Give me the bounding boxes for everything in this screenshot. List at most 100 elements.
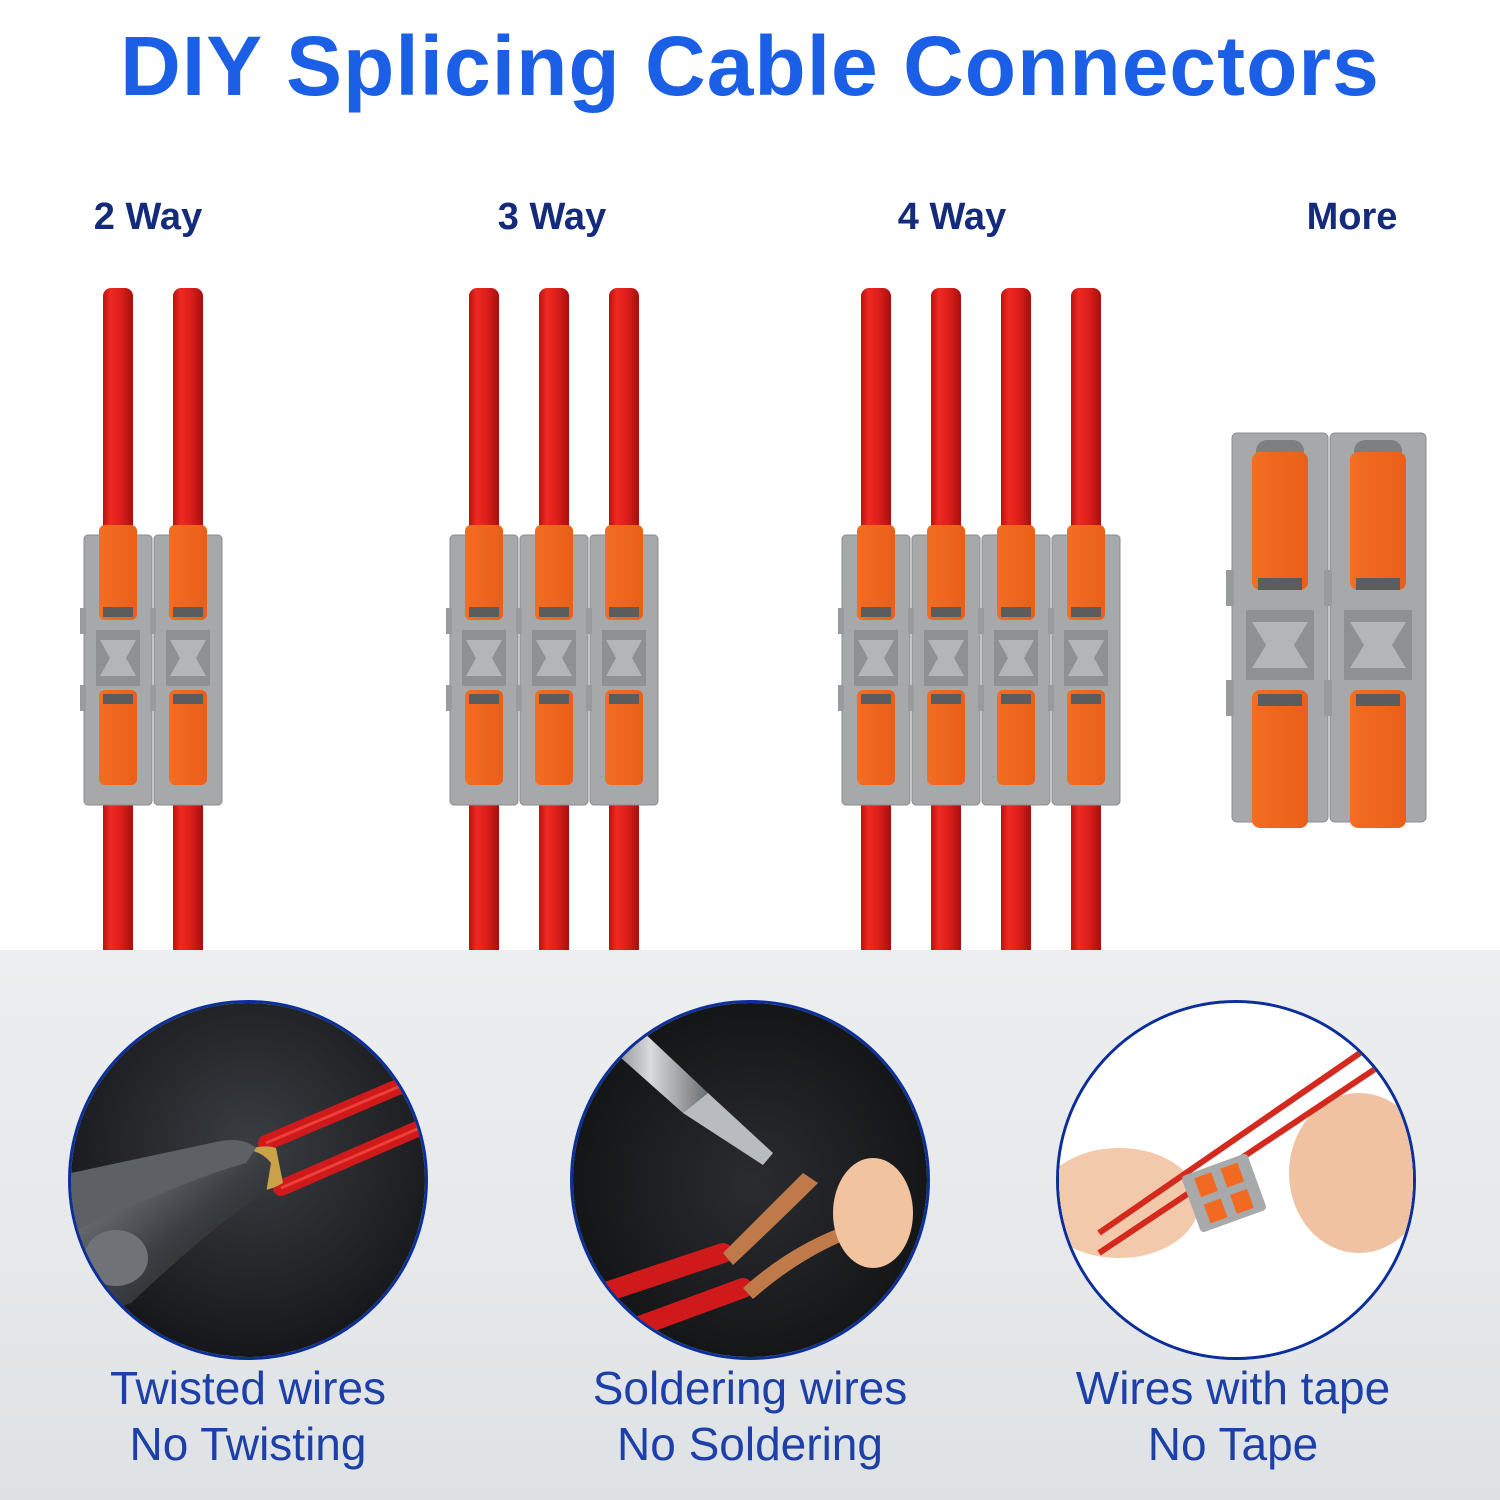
housing-notch bbox=[838, 608, 844, 634]
wire-bottom bbox=[609, 790, 639, 952]
wire-top bbox=[469, 288, 499, 538]
pliers-icon bbox=[68, 1000, 428, 1360]
lever-slot bbox=[1356, 578, 1400, 590]
wire-top bbox=[931, 288, 961, 538]
lever-slot bbox=[1258, 694, 1302, 706]
housing-notch bbox=[446, 608, 452, 634]
lever-top bbox=[465, 525, 503, 620]
caption-tape-line2: No Tape bbox=[1147, 1418, 1319, 1470]
label-3-way: 3 Way bbox=[497, 196, 607, 238]
wire-bottom bbox=[861, 790, 891, 952]
hand-connector-icon bbox=[1056, 1000, 1416, 1360]
wire-top bbox=[609, 288, 639, 538]
label-more: More bbox=[1306, 196, 1398, 238]
housing-notch bbox=[838, 685, 844, 711]
wire-bottom bbox=[539, 790, 569, 952]
housing-notch bbox=[150, 685, 156, 711]
lever-slot bbox=[931, 694, 961, 704]
connector-window-inner bbox=[536, 640, 572, 676]
connector-window-inner bbox=[466, 640, 502, 676]
housing-notch bbox=[978, 608, 984, 634]
lever-top bbox=[605, 525, 643, 620]
lever-slot bbox=[469, 694, 499, 704]
lever-bottom bbox=[1350, 690, 1406, 828]
lever-bottom bbox=[99, 690, 137, 785]
lever-bottom bbox=[465, 690, 503, 785]
lever-slot bbox=[931, 607, 961, 617]
wire-top bbox=[539, 288, 569, 538]
caption-tape: Wires with tape No Tape bbox=[993, 1360, 1473, 1472]
connector-window-inner bbox=[928, 640, 964, 676]
housing-notch bbox=[80, 685, 86, 711]
lever-top bbox=[169, 525, 207, 620]
lever-bottom bbox=[605, 690, 643, 785]
housing-notch bbox=[446, 685, 452, 711]
lever-bottom bbox=[857, 690, 895, 785]
connector-1 bbox=[80, 288, 223, 952]
housing-notch bbox=[150, 608, 156, 634]
housing-notch bbox=[908, 608, 914, 634]
connector-window-inner bbox=[100, 640, 136, 676]
lever-top bbox=[99, 525, 137, 620]
lever-slot bbox=[469, 607, 499, 617]
housing-notch bbox=[1226, 570, 1234, 606]
lever-slot bbox=[861, 694, 891, 704]
housing-notch bbox=[586, 608, 592, 634]
housing-notch bbox=[516, 685, 522, 711]
housing-notch bbox=[80, 608, 86, 634]
label-4-way: 4 Way bbox=[897, 196, 1007, 238]
lever-slot bbox=[539, 607, 569, 617]
housing-notch bbox=[1048, 608, 1054, 634]
caption-twisted-line2: No Twisting bbox=[129, 1418, 367, 1470]
lever-slot bbox=[103, 607, 133, 617]
lever-slot bbox=[173, 607, 203, 617]
connector-window-inner bbox=[858, 640, 894, 676]
connector-2 bbox=[446, 288, 659, 952]
housing-notch bbox=[908, 685, 914, 711]
lever-top bbox=[997, 525, 1035, 620]
connectors-illustration bbox=[80, 288, 1427, 952]
lever-slot bbox=[1001, 607, 1031, 617]
wire-bottom bbox=[173, 790, 203, 952]
page-title: DIY Splicing Cable Connectors bbox=[120, 19, 1380, 113]
lever-top bbox=[857, 525, 895, 620]
lever-bottom bbox=[169, 690, 207, 785]
connector-window-inner bbox=[606, 640, 642, 676]
wire-bottom bbox=[931, 790, 961, 952]
lever-slot bbox=[609, 694, 639, 704]
lever-slot bbox=[861, 607, 891, 617]
lever-bottom bbox=[1067, 690, 1105, 785]
caption-twisted-line1: Twisted wires bbox=[109, 1362, 387, 1414]
lever-top bbox=[535, 525, 573, 620]
connector-window-inner bbox=[998, 640, 1034, 676]
lever-slot bbox=[173, 694, 203, 704]
lever-slot bbox=[103, 694, 133, 704]
wire-top bbox=[1001, 288, 1031, 538]
wire-bottom bbox=[1001, 790, 1031, 952]
housing-notch bbox=[516, 608, 522, 634]
connector-4 bbox=[1226, 432, 1427, 828]
soldering-iron-icon bbox=[570, 1000, 930, 1360]
connector-window-inner bbox=[1068, 640, 1104, 676]
caption-tape-line1: Wires with tape bbox=[1075, 1362, 1391, 1414]
lever-slot bbox=[1071, 607, 1101, 617]
lever-slot bbox=[1071, 694, 1101, 704]
wire-top bbox=[173, 288, 203, 538]
lever-bottom bbox=[1252, 690, 1308, 828]
lever-bottom bbox=[535, 690, 573, 785]
caption-twisted: Twisted wires No Twisting bbox=[8, 1360, 488, 1472]
housing-notch bbox=[1324, 680, 1332, 716]
connector-window-inner bbox=[170, 640, 206, 676]
label-2-way: 2 Way bbox=[93, 196, 203, 238]
caption-soldering-line1: Soldering wires bbox=[592, 1362, 908, 1414]
lever-slot bbox=[1001, 694, 1031, 704]
caption-soldering-line2: No Soldering bbox=[617, 1418, 883, 1470]
connector-3 bbox=[838, 288, 1121, 952]
connector-window-inner bbox=[1350, 622, 1406, 668]
wire-top bbox=[1071, 288, 1101, 538]
lever-bottom bbox=[997, 690, 1035, 785]
housing-notch bbox=[978, 685, 984, 711]
lever-bottom bbox=[927, 690, 965, 785]
lever-top bbox=[927, 525, 965, 620]
caption-soldering: Soldering wires No Soldering bbox=[510, 1360, 990, 1472]
